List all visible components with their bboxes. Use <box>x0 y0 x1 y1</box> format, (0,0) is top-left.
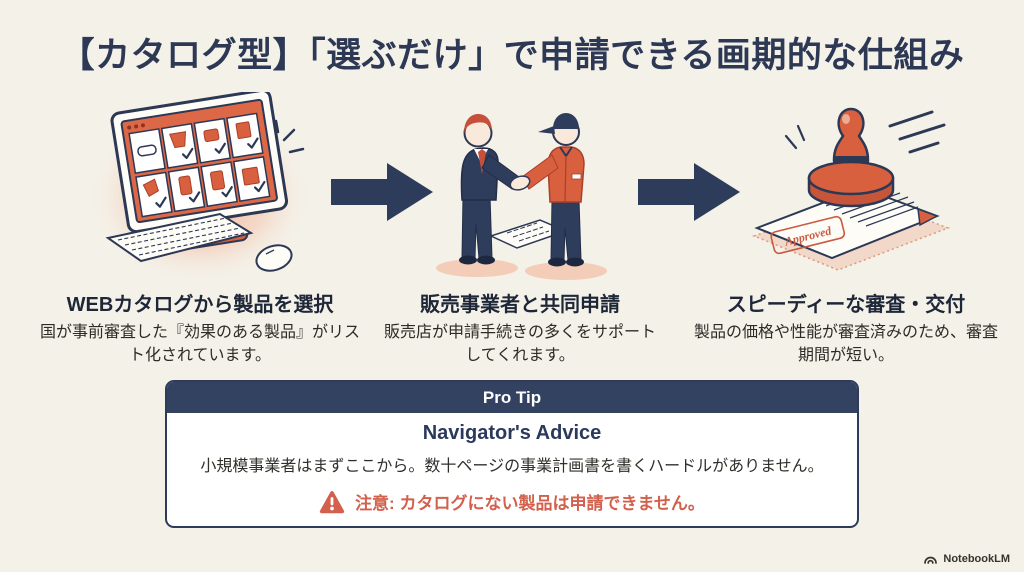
pro-tip-subheading: Navigator's Advice <box>422 422 602 444</box>
step-body: 国が事前審査した『効果のある製品』がリスト化されています。 <box>40 324 361 364</box>
step-heading: スピーディーな審査・交付 <box>726 294 966 316</box>
step-heading: WEBカタログから製品を選択 <box>66 294 334 316</box>
notebooklm-brand: NotebookLM <box>923 553 1010 565</box>
brand-label: NotebookLM <box>943 553 1010 565</box>
handshake-icon <box>380 92 660 282</box>
step-joint-application: 販売事業者と共同申請 販売店が申請手続きの多くをサポートしてくれます。 <box>380 92 660 367</box>
step-body: 製品の価格や性能が審査済みのため、審査期間が短い。 <box>693 324 998 364</box>
notebooklm-icon <box>924 556 938 564</box>
arrow-right-icon <box>638 163 740 221</box>
page-title: 【カタログ型】「選ぶだけ」で申請できる画期的な仕組み <box>59 36 965 75</box>
step-speedy-approval: Approved スピーディーな審査・交付 <box>690 92 1002 367</box>
step-select-product: WEBカタログから製品を選択 国が事前審査した『効果のある製品』がリスト化されて… <box>40 92 360 367</box>
warning-text: 注意: カタログにない製品は申請できません。 <box>355 494 705 513</box>
approval-stamp-icon: Approved <box>690 92 1002 282</box>
pro-tip-body: 小規模事業者はまずここから。数十ページの事業計画書を書くハードルがありません。 <box>200 458 824 475</box>
pro-tip-box: Pro Tip Navigator's Advice 小規模事業者はまずここから… <box>165 380 859 528</box>
step-body: 販売店が申請手続きの多くをサポートしてくれます。 <box>383 324 656 364</box>
warning-triangle-icon <box>319 490 345 513</box>
web-catalog-monitor-icon <box>40 92 360 282</box>
warning-row: 注意: カタログにない製品は申請できません。 <box>167 489 857 514</box>
arrow-right-icon <box>331 163 433 221</box>
pro-tip-header: Pro Tip <box>167 382 857 413</box>
step-heading: 販売事業者と共同申請 <box>420 294 620 316</box>
